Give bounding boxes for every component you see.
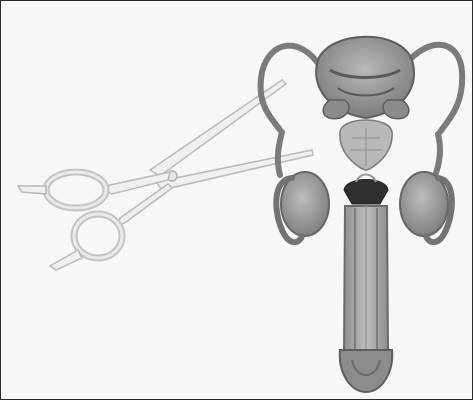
glans-shape: [340, 350, 392, 392]
male-reproductive-anatomy-illustration: [261, 37, 463, 392]
